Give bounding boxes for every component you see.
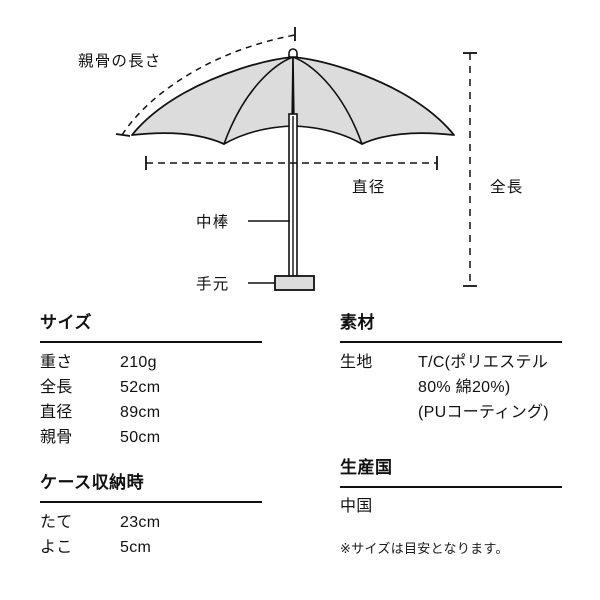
handle-label: 手元 <box>196 275 229 293</box>
size-row-label: 重さ <box>40 354 73 371</box>
size-rows: 重さ 210g 全長 52cm 直径 89cm 親骨 50cm <box>40 350 160 450</box>
size-row-value: 210g <box>120 354 157 371</box>
case-row-value: 5cm <box>120 539 152 556</box>
size-row-label: 直径 <box>40 404 73 421</box>
finial-icon <box>288 48 298 58</box>
umbrella-diagram: 親骨の長さ 直径 全長 中棒 手元 <box>78 27 523 293</box>
spec-tables: サイズ 重さ 210g 全長 52cm 直径 89cm 親骨 50cm <box>0 305 600 600</box>
table-row: 直径 89cm <box>40 400 160 425</box>
total-length-label: 全長 <box>490 178 523 196</box>
case-section-heading: ケース収納時 <box>40 473 145 492</box>
origin-value: 中国 <box>340 498 373 515</box>
case-row-label: よこ <box>40 539 73 556</box>
umbrella-canopy <box>131 56 455 145</box>
origin-section-heading: 生産国 <box>340 458 393 477</box>
size-section-divider <box>40 341 262 343</box>
size-row-value: 52cm <box>120 379 161 396</box>
table-row: 全長 52cm <box>40 375 160 400</box>
origin-rows: 中国 <box>340 494 373 519</box>
material-row-label: 生地 <box>340 354 373 371</box>
umbrella-handle <box>274 275 315 291</box>
size-disclaimer-note: ※サイズは目安となります。 <box>340 541 509 556</box>
case-section-divider <box>40 501 262 503</box>
total-length-dimension <box>463 52 477 287</box>
case-row-label: たて <box>40 514 73 531</box>
umbrella-shaft <box>288 113 298 279</box>
material-section-divider <box>340 341 562 343</box>
diameter-label: 直径 <box>352 178 385 196</box>
size-row-label: 親骨 <box>40 429 73 446</box>
origin-section-divider <box>340 486 562 488</box>
table-row: 重さ 210g <box>40 350 160 375</box>
size-row-label: 全長 <box>40 379 73 396</box>
table-row: 生地 T/C(ポリエステル 80% 綿20%) (PUコーティング) <box>340 350 549 425</box>
material-rows: 生地 T/C(ポリエステル 80% 綿20%) (PUコーティング) <box>340 350 549 425</box>
table-row: 親骨 50cm <box>40 425 160 450</box>
diameter-dimension <box>145 156 438 170</box>
table-row: たて 23cm <box>40 510 160 535</box>
rib-length-label: 親骨の長さ <box>78 52 162 70</box>
material-section-heading: 素材 <box>340 313 375 332</box>
material-row-value: T/C(ポリエステル 80% 綿20%) (PUコーティング) <box>418 354 549 421</box>
size-row-value: 50cm <box>120 429 161 446</box>
case-rows: たて 23cm よこ 5cm <box>40 510 160 560</box>
size-section-heading: サイズ <box>40 313 92 332</box>
rib-length-dimension <box>115 27 296 137</box>
table-row: よこ 5cm <box>40 535 160 560</box>
case-row-value: 23cm <box>120 514 161 531</box>
size-row-value: 89cm <box>120 404 161 421</box>
shaft-label: 中棒 <box>196 213 229 231</box>
